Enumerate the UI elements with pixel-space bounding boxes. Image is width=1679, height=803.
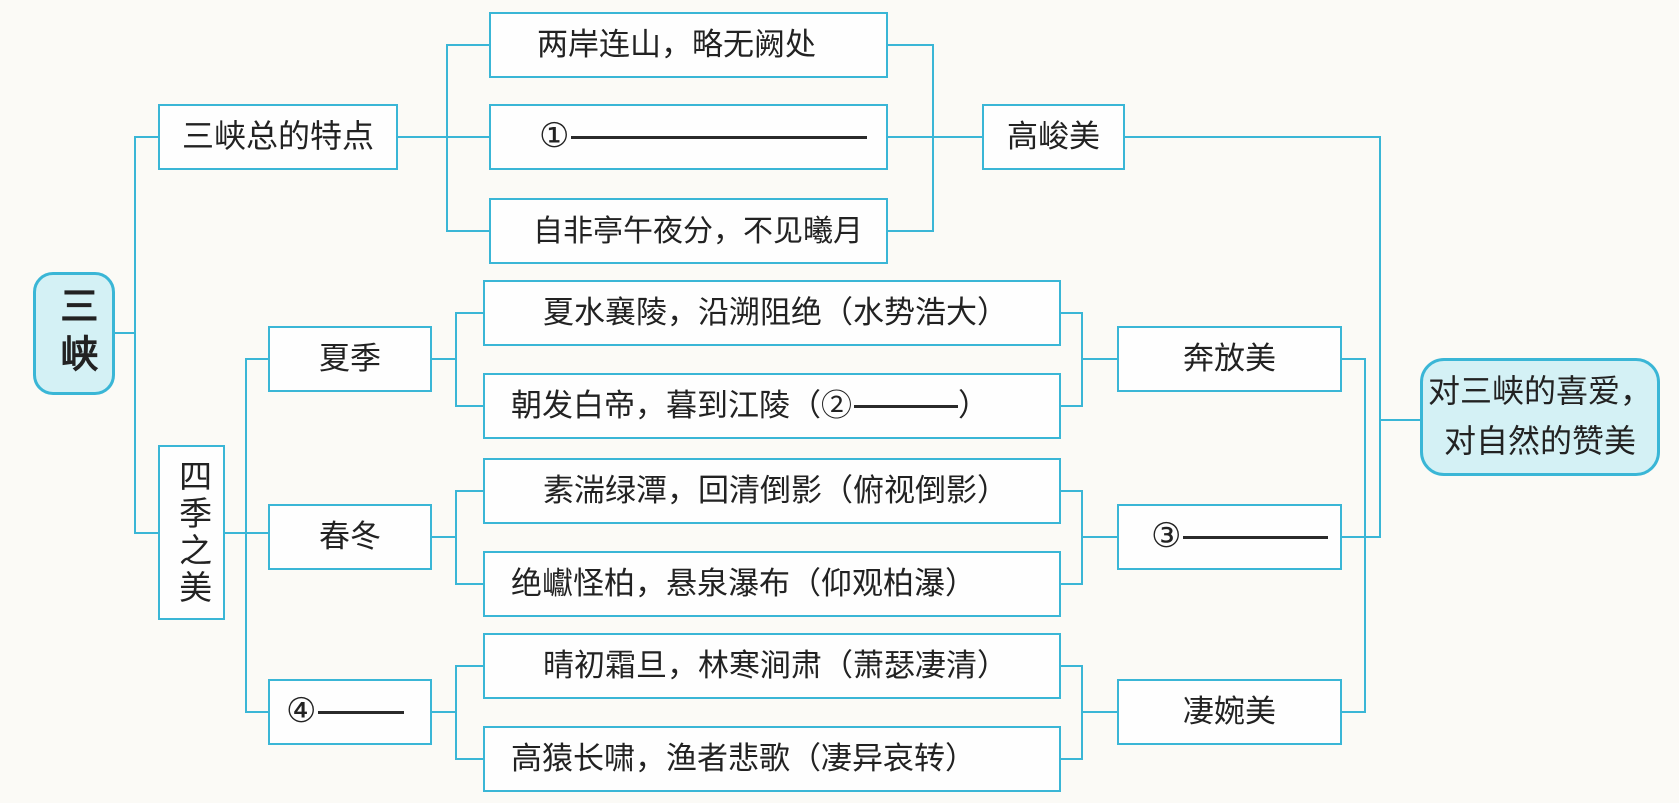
connector-line [1364, 358, 1366, 713]
node-springwinter-item-1: 素湍绿潭，回清倒影（俯视倒影） [483, 458, 1061, 524]
connector-line [446, 44, 490, 46]
connector-line [446, 230, 490, 232]
connector-line [134, 136, 136, 534]
node-result-gaojun-text: 高峻美 [1007, 118, 1100, 154]
node-result-qiwan: 凄婉美 [1117, 679, 1342, 745]
node-result-qiwan-text: 凄婉美 [1183, 693, 1276, 729]
connector-line [1379, 419, 1421, 421]
connector-line [245, 358, 269, 360]
connector-line [1060, 758, 1083, 760]
node-springwinter-item-1-text: 素湍绿潭，回清倒影（俯视倒影） [543, 472, 1008, 508]
connector-line [1060, 583, 1083, 585]
node-summer-item-2-suffix: ） [958, 387, 989, 423]
connector-line [887, 230, 934, 232]
connector-line [1060, 312, 1083, 314]
connector-line [455, 758, 484, 760]
node-result-blank-3: ③ [1117, 504, 1342, 570]
node-springwinter-item-2: 绝巘怪柏，悬泉瀑布（仰观柏瀑） [483, 551, 1061, 617]
node-general-label: 三峡总的特点 [158, 104, 398, 170]
node-general-item-1: 两岸连山，略无阙处 [489, 12, 888, 78]
blank-4-marker: ④ [286, 693, 317, 731]
connector-line [932, 44, 934, 232]
connector-line [245, 711, 269, 713]
node-summer-item-1: 夏水襄陵，沿溯阻绝（水势浩大） [483, 280, 1061, 346]
node-summer-item-2-prefix: 朝发白帝，暮到江陵（② [511, 387, 852, 423]
node-springwinter-item-2-text: 绝巘怪柏，悬泉瀑布（仰观柏瀑） [511, 565, 976, 601]
connector-line [134, 532, 159, 534]
node-summer-label: 夏季 [268, 326, 432, 392]
blank-3-marker: ③ [1151, 518, 1182, 556]
connector-line [1060, 490, 1083, 492]
connector-line [1060, 665, 1083, 667]
blank-1-line [571, 135, 868, 139]
connector-line [431, 358, 457, 360]
connector-line [431, 711, 457, 713]
node-conclusion-line-1: 对三峡的喜爱， [1427, 373, 1652, 410]
node-autumn-blank-label: ④ [268, 679, 432, 745]
node-seasons-label: 四季之美 [158, 445, 225, 620]
node-result-gaojun: 高峻美 [982, 104, 1125, 170]
blank-4-line [318, 710, 405, 714]
node-result-benfang: 奔放美 [1117, 326, 1342, 392]
node-autumn-item-1-text: 晴初霜旦，林寒涧肃（萧瑟凄清） [543, 647, 1008, 683]
connector-line [1081, 312, 1083, 407]
connector-line [114, 332, 136, 334]
connector-line [1341, 536, 1381, 538]
node-springwinter-label: 春冬 [268, 504, 432, 570]
node-general-blank-1: ① [489, 104, 888, 170]
connector-line [887, 44, 934, 46]
node-summer-label-text: 夏季 [319, 340, 381, 376]
node-summer-item-2: 朝发白帝，暮到江陵（② ） [483, 373, 1061, 439]
node-root-label: 三峡 [53, 285, 96, 382]
node-conclusion-line-2: 对自然的赞美 [1443, 423, 1636, 459]
node-general-label-text: 三峡总的特点 [181, 118, 374, 155]
node-general-item-3-text: 自非亭午夜分，不见曦月 [533, 214, 863, 248]
connector-line [455, 665, 484, 667]
node-general-item-1-text: 两岸连山，略无阙处 [537, 26, 816, 62]
connector-line [245, 358, 247, 713]
connector-line [887, 136, 983, 138]
connector-line [1081, 536, 1118, 538]
connector-line [1124, 136, 1381, 138]
node-autumn-item-2: 高猿长啸，渔者悲歌（凄异哀转） [483, 726, 1061, 792]
node-autumn-item-2-text: 高猿长啸，渔者悲歌（凄异哀转） [511, 740, 976, 776]
connector-line [455, 312, 457, 407]
connector-line [1341, 711, 1366, 713]
blank-3-line [1183, 535, 1329, 539]
blank-2-line [854, 404, 958, 408]
connector-line [397, 136, 490, 138]
connector-line [1081, 665, 1083, 760]
node-seasons-label-text: 四季之美 [173, 458, 210, 607]
connector-line [455, 490, 484, 492]
connector-line [431, 536, 457, 538]
node-autumn-item-1: 晴初霜旦，林寒涧肃（萧瑟凄清） [483, 633, 1061, 699]
node-general-item-3: 自非亭午夜分，不见曦月 [489, 198, 888, 264]
node-result-benfang-text: 奔放美 [1183, 340, 1276, 376]
node-springwinter-label-text: 春冬 [319, 518, 381, 554]
connector-line [1081, 490, 1083, 585]
connector-line [455, 583, 484, 585]
connector-line [455, 665, 457, 760]
connector-line [1081, 711, 1118, 713]
connector-line [455, 405, 484, 407]
node-summer-item-1-text: 夏水襄陵，沿溯阻绝（水势浩大） [543, 294, 1008, 330]
connector-line [134, 136, 159, 138]
connector-line [1081, 358, 1118, 360]
connector-line [1341, 358, 1366, 360]
node-conclusion: 对三峡的喜爱， 对自然的赞美 [1420, 358, 1660, 476]
connector-line [455, 490, 457, 585]
node-root: 三峡 [33, 272, 115, 395]
connector-line [1379, 136, 1381, 538]
blank-1-marker: ① [539, 118, 570, 156]
connector-line [1060, 405, 1083, 407]
connector-line [455, 312, 484, 314]
connector-line [446, 44, 448, 232]
